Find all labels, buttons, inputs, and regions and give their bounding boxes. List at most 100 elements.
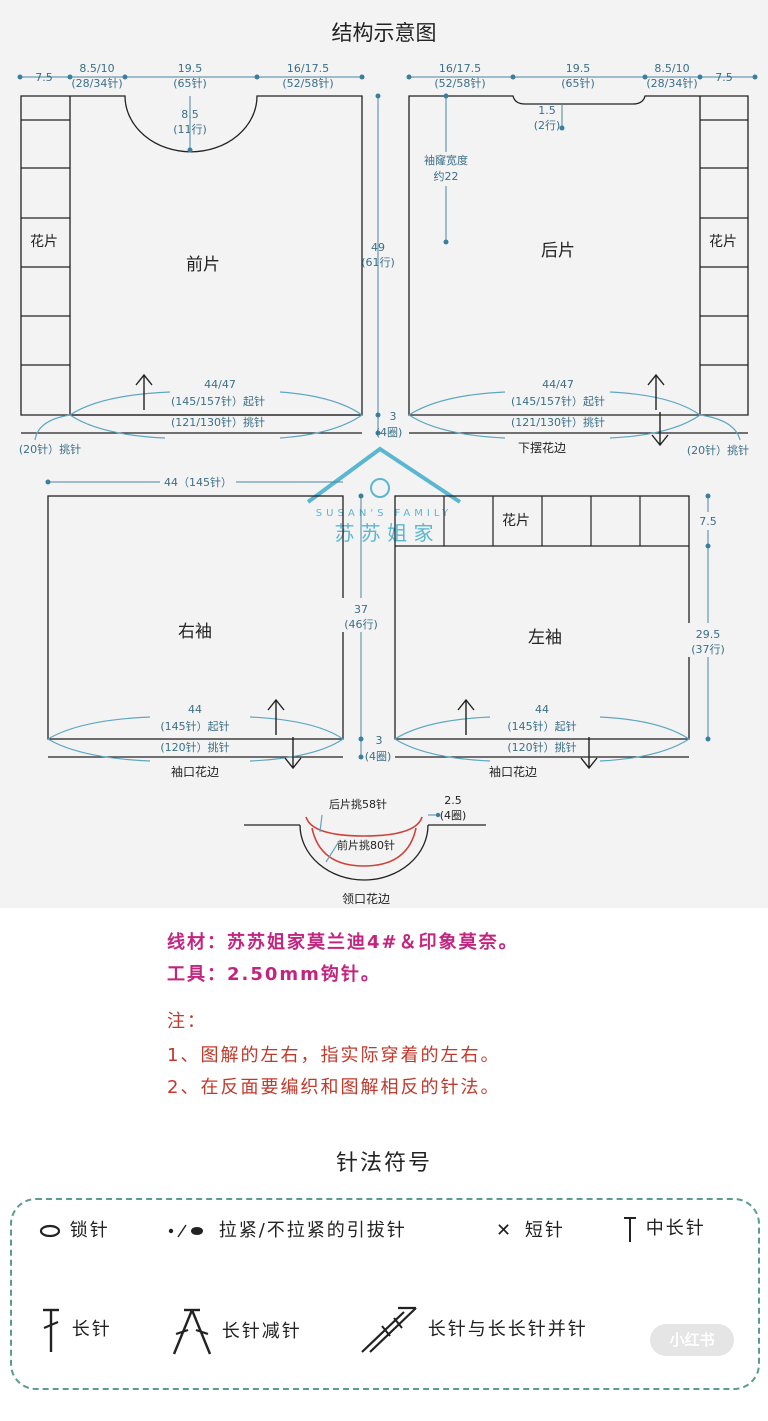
left-sleeve-down-arrow <box>580 737 598 770</box>
left-sleeve-rows: (37行) <box>691 643 725 656</box>
dc-decrease-icon <box>172 1308 212 1355</box>
note-title: 注： <box>167 1011 207 1032</box>
front-shoulder-dim: 8.5/10 <box>79 62 114 75</box>
watermark-logo: SUSAN'S FAMILY 苏 苏 姐 家 <box>306 446 462 545</box>
right-cuff-label: 袖口花边 <box>171 764 219 779</box>
right-sleeve: 44（145针） 右袖 37 (46行) 3 (4圈) 44 (145针）起针 … <box>45 474 392 779</box>
back-up-arrow <box>647 373 665 410</box>
front-top-right-sts: (52/58针) <box>282 76 333 90</box>
left-sleeve-bottom-chain: (145针）起针 <box>507 719 576 733</box>
legend-label: 中长针 <box>645 1218 706 1239</box>
xiaohongshu-badge: 小红书 <box>650 1324 734 1356</box>
legend-box <box>10 1198 760 1390</box>
right-sleeve-bottom-pick: (120针）挑针 <box>160 740 229 754</box>
cuff-rounds: (4圈) <box>365 750 392 763</box>
back-top-edge-dim: 7.5 <box>715 71 733 84</box>
front-neck-sts: (65针) <box>173 76 207 90</box>
back-panel: 花片 后片 16/17.5 (52/58针) 19.5 (65针) 8.5/10… <box>406 62 758 457</box>
right-sleeve-bottom-width: 44 <box>188 703 202 716</box>
neckband-label: 领口花边 <box>342 891 390 906</box>
right-sleeve-label: 右袖 <box>178 622 212 642</box>
half-double-crochet-icon <box>624 1217 636 1242</box>
back-top-left-sts: (52/58针) <box>434 76 485 90</box>
back-bottom-pick: (121/130针）挑针 <box>511 415 605 429</box>
back-neck-width: 19.5 <box>566 62 591 75</box>
dc-tr-together-icon <box>361 1306 417 1353</box>
neckband-back-pick: 后片挑58针 <box>329 797 387 811</box>
legend-label: 长针与长长针并针 <box>427 1319 588 1340</box>
back-outline <box>408 95 749 416</box>
left-sleeve-motif-label: 花片 <box>502 513 530 529</box>
left-sleeve-height: 29.5 <box>696 628 721 641</box>
back-neck-sts: (65针) <box>561 76 595 90</box>
legend-label: 锁针 <box>69 1220 110 1241</box>
right-sleeve-bottom-chain: (145针）起针 <box>160 719 229 733</box>
hem-rounds: (4圈) <box>376 426 403 439</box>
right-sleeve-top-width: 44（145针） <box>164 475 232 489</box>
back-shoulder-dim: 8.5/10 <box>654 62 689 75</box>
note-1: 1、图解的左右，指实际穿着的左右。 <box>167 1045 501 1066</box>
legend-title: 针法符号 <box>335 1151 432 1176</box>
hem-edging-label: 下摆花边 <box>518 440 566 455</box>
diagram-title: 结构示意图 <box>332 21 437 45</box>
back-label: 后片 <box>541 241 575 261</box>
structure-diagram: 结构示意图 花片 前片 7.5 8.5/10 (28/34针) 19.5 (65… <box>0 0 768 908</box>
body-rows: (61行) <box>361 256 395 269</box>
material-text: 线材：苏苏姐家莫兰迪4#＆印象莫奈。 <box>167 932 519 953</box>
note-2: 2、在反面要编织和图解相反的针法。 <box>167 1077 501 1098</box>
watermark-en: SUSAN'S FAMILY <box>316 508 452 519</box>
back-motif-label: 花片 <box>709 234 737 250</box>
legend-label: 长针减针 <box>221 1321 302 1342</box>
legend-label: 拉紧/不拉紧的引拔针 <box>218 1220 407 1241</box>
back-neck-rows: (2行) <box>534 119 561 132</box>
sleeve-rows: (46行) <box>344 618 378 631</box>
back-top-left-dim: 16/17.5 <box>439 62 481 75</box>
front-panel: 花片 前片 7.5 8.5/10 (28/34针) 19.5 (65针) 16/… <box>17 62 365 456</box>
legend-item-hdc: 中长针 <box>622 1214 706 1244</box>
body-height: 49 <box>371 241 385 254</box>
hem-height: 3 <box>390 410 397 423</box>
front-side-pick: (20针）挑针 <box>19 442 81 456</box>
front-bottom-pick: (121/130针）挑针 <box>171 415 265 429</box>
single-crochet-icon: ✕ <box>496 1220 514 1241</box>
slip-stitch-icon <box>168 1224 203 1238</box>
neckband-height: 2.5 <box>444 794 462 807</box>
legend-item-dc-tr: 长针与长长针并针 <box>358 1304 588 1356</box>
right-sleeve-down-arrow <box>284 737 302 770</box>
legend-label: 短针 <box>524 1220 565 1241</box>
front-bottom-chain: (145/157针）起针 <box>171 394 265 408</box>
back-neck-depth: 1.5 <box>538 104 556 117</box>
front-bottom-width: 44/47 <box>204 378 236 391</box>
legend-item-dc: 长针 <box>38 1306 112 1354</box>
sleeve-height: 37 <box>354 603 368 616</box>
back-side-pick: (20针）挑针 <box>687 443 749 457</box>
front-neck-depth: 8.5 <box>181 108 199 121</box>
chain-stitch-icon <box>39 1224 61 1238</box>
back-down-arrow <box>651 412 669 447</box>
left-sleeve-bottom-pick: (120针）挑针 <box>507 740 576 754</box>
watermark-cn: 苏 苏 姐 家 <box>334 521 433 545</box>
back-shoulder-sts: (28/34针) <box>646 76 697 90</box>
front-up-arrow <box>135 373 153 410</box>
diagram-svg: 结构示意图 花片 前片 7.5 8.5/10 (28/34针) 19.5 (65… <box>17 21 758 906</box>
left-sleeve-bottom-width: 44 <box>535 703 549 716</box>
cuff-height: 3 <box>376 734 383 747</box>
tool-text: 工具：2.50mm钩针。 <box>167 964 381 985</box>
back-bottom-width: 44/47 <box>542 378 574 391</box>
front-outline <box>20 95 363 416</box>
legend-item-slip: 拉紧/不拉紧的引拔针 <box>167 1216 407 1242</box>
left-cuff-label: 袖口花边 <box>489 764 537 779</box>
double-crochet-icon <box>43 1308 59 1352</box>
neckband-diagram: 后片挑58针 前片挑80针 2.5 (4圈) 领口花边 <box>244 794 486 906</box>
neckband-front-pick: 前片挑80针 <box>337 838 395 852</box>
left-sleeve-up-arrow <box>457 698 475 735</box>
back-bottom-chain: (145/157针）起针 <box>511 394 605 408</box>
legend-item-dc-dec: 长针减针 <box>170 1306 302 1358</box>
front-motif-label: 花片 <box>30 234 58 250</box>
armhole-value: 约22 <box>434 170 459 183</box>
front-label: 前片 <box>186 255 220 275</box>
left-motif-height: 7.5 <box>699 515 717 528</box>
right-sleeve-up-arrow <box>267 698 285 735</box>
legend-item-chain: 锁针 <box>38 1216 110 1242</box>
front-neck-rows: (11行) <box>173 123 207 136</box>
